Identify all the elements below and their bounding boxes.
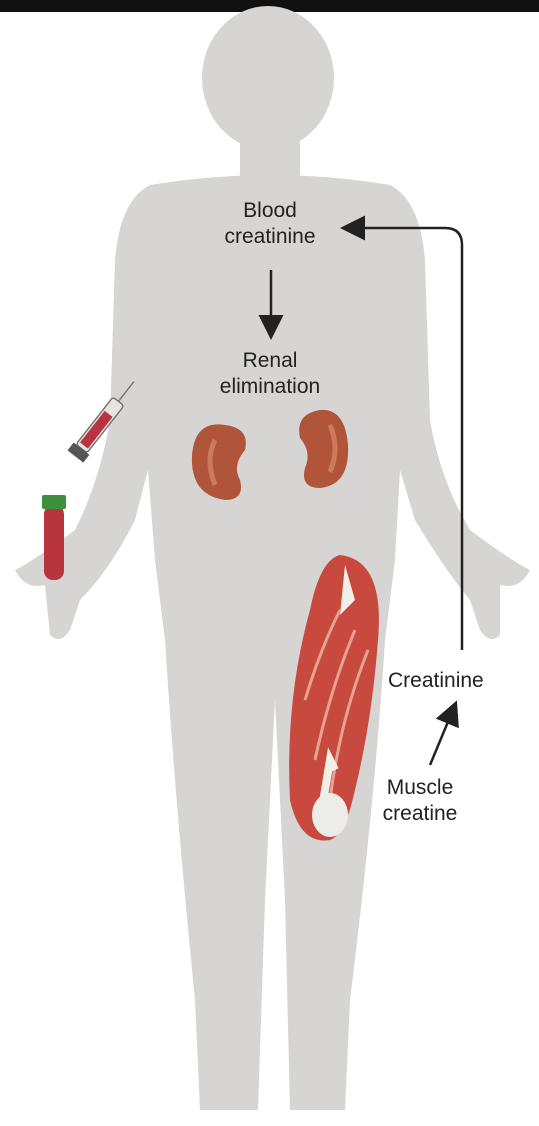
blood-tube-icon [42, 495, 66, 580]
blood-creatinine-label: Blood creatinine [205, 198, 335, 250]
creatinine-label: Creatinine [388, 668, 518, 694]
renal-elimination-label: Renal elimination [200, 348, 340, 400]
right-kidney [299, 410, 348, 488]
muscle-to-creatinine-arrow [430, 705, 455, 765]
human-silhouette [15, 6, 530, 1110]
muscle-creatine-label: Muscle creatine [370, 775, 470, 827]
